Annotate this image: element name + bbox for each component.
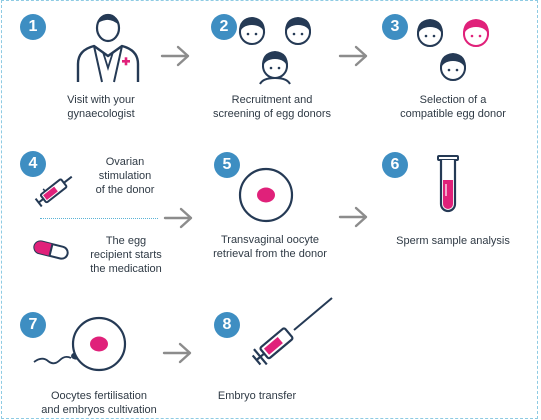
caption-line: Embryo transfer: [217, 390, 297, 402]
caption-line: recipient starts: [90, 249, 162, 261]
oocyte-icon: [238, 167, 294, 223]
caption-line: Transvaginal oocyte: [220, 234, 320, 246]
fertilisation-icon: [33, 316, 127, 372]
step-5-caption: Transvaginal oocyte retrieval from the d…: [205, 233, 335, 261]
step-8-caption: Embryo transfer: [202, 389, 312, 403]
caption-line: stimulation: [98, 170, 152, 182]
doctor-icon: [76, 13, 140, 83]
arrow-right-icon: [338, 45, 368, 67]
caption-line: screening of egg donors: [212, 108, 332, 120]
arrow-right-icon: [338, 206, 368, 228]
step-8-badge: 8: [214, 312, 240, 338]
step-4-caption-b: The egg recipient starts the medication: [80, 234, 172, 276]
test-tube-icon: [437, 155, 459, 213]
donor-group-icon: [238, 17, 312, 85]
caption-line: gynaecologist: [67, 108, 135, 120]
arrow-right-icon: [163, 207, 193, 229]
caption-line: Recruitment and: [231, 94, 313, 106]
caption-line: Selection of a: [419, 94, 487, 106]
caption-line: retrieval from the donor: [213, 248, 327, 260]
step-4-badge: 4: [20, 151, 46, 177]
arrow-right-icon: [162, 342, 192, 364]
step-4-caption-a: Ovarian stimulation of the donor: [85, 155, 165, 197]
caption-line: Sperm sample analysis: [396, 235, 510, 247]
compatible-donor-icon: [416, 19, 490, 81]
caption-line: of the donor: [95, 184, 155, 196]
step-4-divider: [40, 218, 158, 219]
pill-icon: [33, 240, 69, 260]
step-1-badge: 1: [20, 14, 46, 40]
caption-line: compatible egg donor: [400, 108, 506, 120]
caption-line: and embryos cultivation: [41, 404, 157, 416]
step-2-caption: Recruitment and screening of egg donors: [207, 93, 337, 121]
step-5-badge: 5: [214, 152, 240, 178]
step-3-badge: 3: [382, 14, 408, 40]
syringe-icon: [34, 175, 73, 208]
step-2-badge: 2: [211, 14, 237, 40]
arrow-right-icon: [160, 45, 190, 67]
embryo-transfer-syringe-icon: [251, 297, 333, 366]
caption-line: Visit with your: [67, 94, 135, 106]
caption-line: Oocytes fertilisation: [51, 390, 147, 402]
caption-line: The egg: [105, 235, 147, 247]
caption-line: Ovarian: [105, 156, 145, 168]
step-7-badge: 7: [20, 312, 46, 338]
step-6-caption: Sperm sample analysis: [388, 234, 518, 248]
step-6-badge: 6: [382, 152, 408, 178]
step-1-caption: Visit with your gynaecologist: [36, 93, 166, 121]
caption-line: the medication: [90, 263, 162, 275]
step-3-caption: Selection of a compatible egg donor: [388, 93, 518, 121]
step-7-caption: Oocytes fertilisation and embryos cultiv…: [34, 389, 164, 417]
